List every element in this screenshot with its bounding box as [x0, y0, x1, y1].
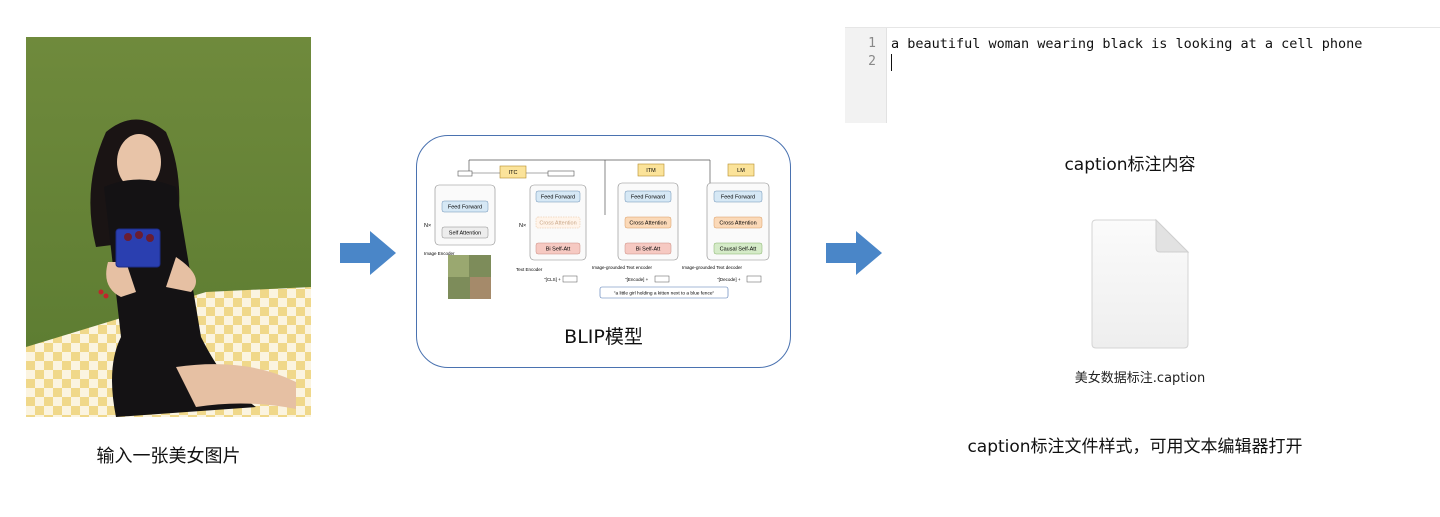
file-name: 美女数据标注.caption: [1074, 371, 1206, 386]
input-caption: 输入一张美女图片: [96, 446, 241, 467]
line-number: 1: [868, 36, 876, 51]
image-encoder-nx: N×: [424, 223, 431, 229]
arrow-right-icon: [826, 231, 882, 280]
text-editor[interactable]: 1 2 a beautiful woman wearing black is l…: [845, 27, 1440, 123]
text-encoder-nx: N×: [519, 223, 526, 229]
file-style-label: caption标注文件样式，可用文本编辑器打开: [967, 437, 1303, 457]
lm-label-text: Image-grounded Text decoder: [682, 265, 742, 270]
caption-content-label: caption标注内容: [1064, 155, 1196, 175]
itm-label-text: Image-grounded Text encoder: [592, 265, 652, 270]
lm-feed-forward: Feed Forward: [721, 195, 755, 201]
image-encoder-feed-forward: Feed Forward: [448, 205, 482, 211]
sample-text: "a little girl holding a kitten next to …: [614, 291, 715, 297]
lm-causal-self-att: Causal Self-Att: [720, 247, 757, 253]
itm-label: ITM: [646, 168, 656, 174]
itc-label: ITC: [509, 170, 518, 176]
arrow-right-icon: [340, 231, 396, 280]
blip-model-label: BLIP模型: [564, 326, 643, 348]
itm-cross-attention: Cross Attention: [629, 221, 666, 227]
text-encoder-label: Text Encoder: [516, 267, 543, 272]
file-icon[interactable]: [1090, 218, 1192, 350]
text-encoder-bi-self-att: Bi Self-Att: [546, 247, 571, 253]
lm-label: LM: [737, 168, 745, 174]
image-encoder-label: Image Encoder: [424, 251, 455, 256]
decode-token: "[Decode] +: [717, 277, 741, 282]
blip-architecture-diagram: ITC Feed Forward Self Attention N× Image…: [420, 155, 790, 310]
line-number-gutter: 1 2: [845, 28, 887, 123]
image-encoder-self-attention: Self Attention: [449, 231, 481, 237]
itm-bi-self-att: Bi Self-Att: [636, 247, 661, 253]
encode-token: "[Encode] +: [625, 277, 649, 282]
line-number: 2: [868, 54, 876, 69]
cls-token: "[CLS] +: [544, 277, 561, 282]
editor-line-1[interactable]: a beautiful woman wearing black is looki…: [891, 36, 1363, 52]
itm-feed-forward: Feed Forward: [631, 195, 665, 201]
input-photo: [26, 37, 311, 417]
text-encoder-cross-attention: Cross Attention: [539, 221, 576, 227]
text-cursor: [891, 54, 892, 71]
lm-cross-attention: Cross Attention: [719, 221, 756, 227]
text-encoder-feed-forward: Feed Forward: [541, 195, 575, 201]
